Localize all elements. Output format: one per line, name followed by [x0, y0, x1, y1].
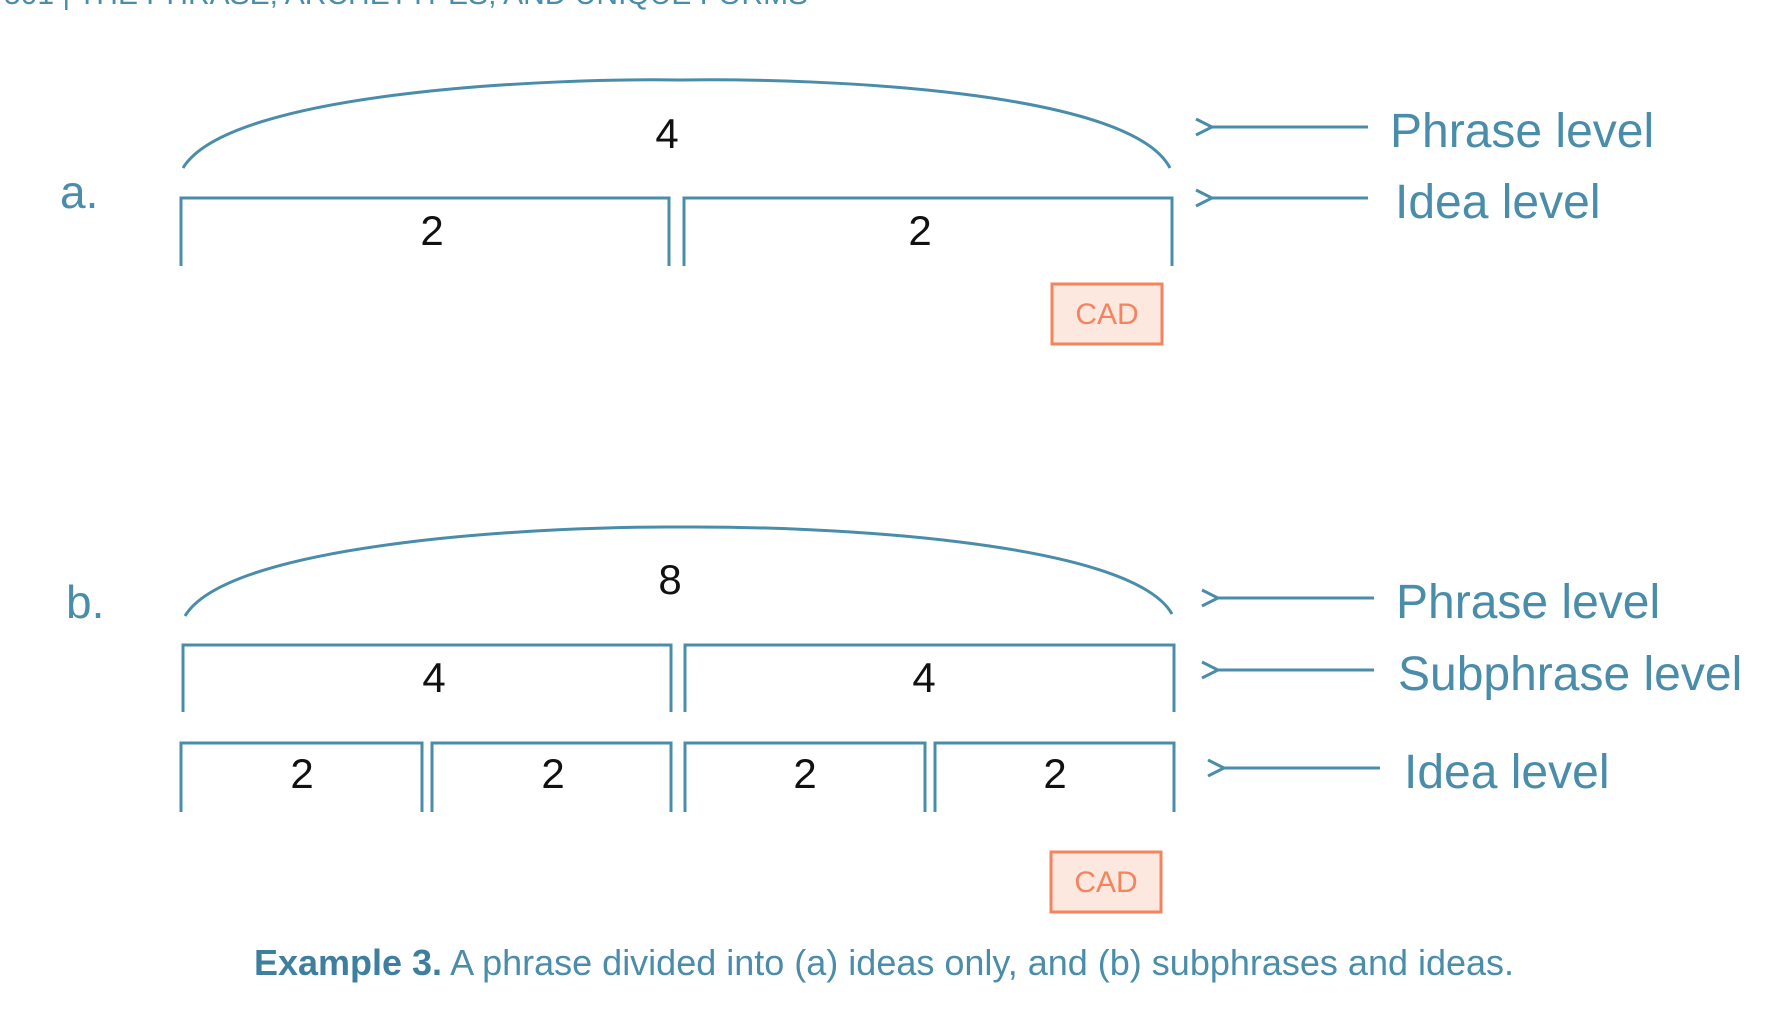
idea-level-label-a: Idea level: [1395, 176, 1600, 229]
idea-bracket-b-2: [430, 741, 673, 812]
subphrase-bracket-b-2: [683, 643, 1176, 712]
idea-bracket-b-4: [933, 741, 1176, 812]
subphrase-value-b-1: 4: [422, 654, 445, 701]
cad-stamp-b-text: CAD: [1074, 866, 1137, 899]
idea-value-b-4: 2: [1043, 750, 1066, 797]
subphrase-level-label-b: Subphrase level: [1398, 648, 1742, 701]
part-label-a: a.: [60, 166, 98, 218]
phrase-level-label-a: Phrase level: [1390, 105, 1654, 158]
idea-value-b-1: 2: [290, 750, 313, 797]
idea-value-a-1: 2: [420, 207, 443, 254]
phrase-level-label-b: Phrase level: [1396, 576, 1660, 629]
cad-stamp-a-text: CAD: [1075, 298, 1138, 331]
idea-bracket-b-3: [683, 741, 927, 812]
figure-caption: Example 3. A phrase divided into (a) ide…: [0, 942, 1768, 984]
page-header: 501 | THE PHRASE, ARCHETYPES, AND UNIQUE…: [4, 0, 808, 11]
idea-bracket-b-1: [179, 741, 424, 812]
phrase-value-b: 8: [658, 556, 681, 603]
idea-value-b-2: 2: [541, 750, 564, 797]
part-label-b: b.: [66, 576, 104, 628]
idea-bracket-a-2: [682, 196, 1174, 266]
subphrase-bracket-b-1: [181, 643, 673, 712]
cad-stamp-b: CAD: [1049, 850, 1163, 914]
diagram-b: b. 8 4 4 2 2 2 2 Phrase level Subphrase …: [66, 525, 1742, 914]
caption-label: Example 3.: [253, 942, 443, 983]
cad-stamp-a: CAD: [1050, 282, 1164, 346]
caption-text: A phrase divided into (a) ideas only, an…: [442, 942, 1515, 983]
idea-bracket-a-1: [179, 196, 671, 266]
diagram-a: a. 4 2 2 Phrase level Idea level CAD: [60, 78, 1654, 346]
phrase-arc-a: [181, 78, 1172, 169]
phrase-arc-b: [183, 525, 1174, 617]
idea-value-a-2: 2: [908, 207, 931, 254]
phrase-value-a: 4: [655, 110, 678, 157]
idea-level-label-b: Idea level: [1404, 746, 1609, 799]
idea-value-b-3: 2: [793, 750, 816, 797]
subphrase-value-b-2: 4: [912, 654, 935, 701]
